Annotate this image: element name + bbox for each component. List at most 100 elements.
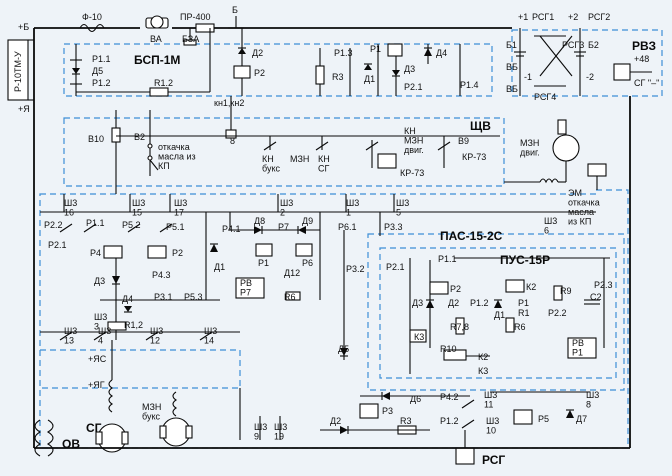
label-p42: Р4.2	[440, 392, 459, 402]
label-kn12: кн1,кн2	[214, 98, 244, 108]
label-p12c: Р1.2	[470, 298, 489, 308]
label-d5a: Д5	[92, 66, 103, 76]
label-r78: R7,8	[450, 322, 469, 332]
label-p33: Р3.3	[384, 222, 403, 232]
label-b3a: БЗА	[182, 34, 199, 44]
label-d2d: Д2	[330, 416, 341, 426]
shchv-title: ЩВ	[470, 119, 491, 133]
label-k2b: К2	[478, 352, 488, 362]
label-f10: Ф-10	[82, 12, 102, 22]
label-d3c: Д3	[412, 298, 423, 308]
bsp-components	[70, 28, 461, 97]
label-d2: Д2	[252, 48, 263, 58]
label-kr73a: КР-73	[400, 168, 424, 178]
rvz-block-boundary	[511, 29, 663, 97]
rvz-components	[514, 28, 652, 96]
label-p6: Р6	[302, 258, 313, 268]
shchv-block-boundary	[63, 117, 505, 187]
label-d1: Д1	[364, 74, 375, 84]
label-plus2: +2	[568, 12, 578, 22]
label-k2a: К2	[526, 282, 536, 292]
bsp-title: БСП-1М	[134, 53, 180, 67]
label-p12d: Р1.2	[440, 416, 459, 426]
label-b2: Б2	[588, 40, 599, 50]
label-mzn: МЗН	[290, 154, 309, 164]
label-v10: В10	[88, 134, 104, 144]
main-center-components	[205, 212, 381, 360]
label-r6c: R6	[514, 322, 526, 332]
label-d3b: Д3	[94, 276, 105, 286]
label-p5: Р5	[538, 414, 549, 424]
label-p3: Р3	[382, 406, 393, 416]
label-d8: Д8	[254, 216, 265, 226]
label-p53: Р5.3	[184, 292, 203, 302]
label-r1: R1	[518, 308, 530, 318]
label-p2c: Р2	[450, 284, 461, 294]
label-p21: Р2.1	[404, 82, 423, 92]
generator-sg	[34, 340, 193, 457]
label-p1c: Р1	[258, 258, 269, 268]
label-kr73b: КР-73	[462, 152, 486, 162]
pus-components	[409, 257, 610, 374]
label-minus2: -2	[586, 72, 594, 82]
label-n8: 8	[230, 136, 235, 146]
regulator-r10tmu	[7, 39, 29, 101]
label-d4b: Д4	[122, 294, 133, 304]
label-p1d: Р1	[518, 298, 529, 308]
label-r12b: R1,2	[124, 320, 143, 330]
label-p1: Р1	[370, 44, 381, 54]
main-left-lower	[40, 258, 240, 341]
label-rsg3: РСГ3	[562, 40, 584, 50]
label-r2: Р2	[254, 68, 265, 78]
label-p21c: Р2.1	[386, 262, 405, 272]
label-p23: Р2.3	[594, 280, 613, 290]
label-r12: R1.2	[154, 78, 173, 88]
label-p22: Р2.2	[44, 220, 63, 230]
label-p4: Р4	[90, 248, 101, 258]
pas-block-boundary	[367, 233, 625, 391]
label-plus-b: +Б	[18, 22, 29, 32]
label-v9: В9	[458, 136, 469, 146]
label-d2c: Д2	[448, 298, 459, 308]
bottom-components	[239, 388, 590, 465]
bsp-block-boundary	[63, 43, 493, 97]
label-p14: Р1.4	[460, 80, 479, 90]
label-r10: R10	[440, 344, 457, 354]
label-d9: Д9	[302, 216, 313, 226]
label-rsg1: РСГ1	[532, 12, 554, 22]
rvz-title: РВЗ	[632, 39, 656, 53]
label-p7: Р7	[278, 222, 289, 232]
label-d7: Д7	[576, 414, 587, 424]
power-rail-top	[34, 15, 512, 46]
label-va: ВА	[150, 34, 162, 44]
label-rsg4: РСГ4	[534, 92, 556, 102]
label-plus-ya: +Я	[18, 104, 30, 114]
label-p2b: Р2	[172, 248, 183, 258]
label-p13: Р1.3	[334, 48, 353, 58]
label-p22c: Р2.2	[548, 308, 567, 318]
label-r6: R6	[284, 292, 296, 302]
sg-title: СГ	[86, 421, 102, 435]
label-r10tmu: Р-10ТМ-У	[13, 51, 23, 92]
mzn-motor	[504, 119, 607, 190]
pus-title: ПУС-15Р	[500, 253, 550, 267]
label-d1c: Д1	[494, 310, 505, 320]
label-p61: Р6.1	[338, 222, 357, 232]
label-d6: Д6	[410, 394, 421, 404]
label-rsg2: РСГ2	[588, 12, 610, 22]
